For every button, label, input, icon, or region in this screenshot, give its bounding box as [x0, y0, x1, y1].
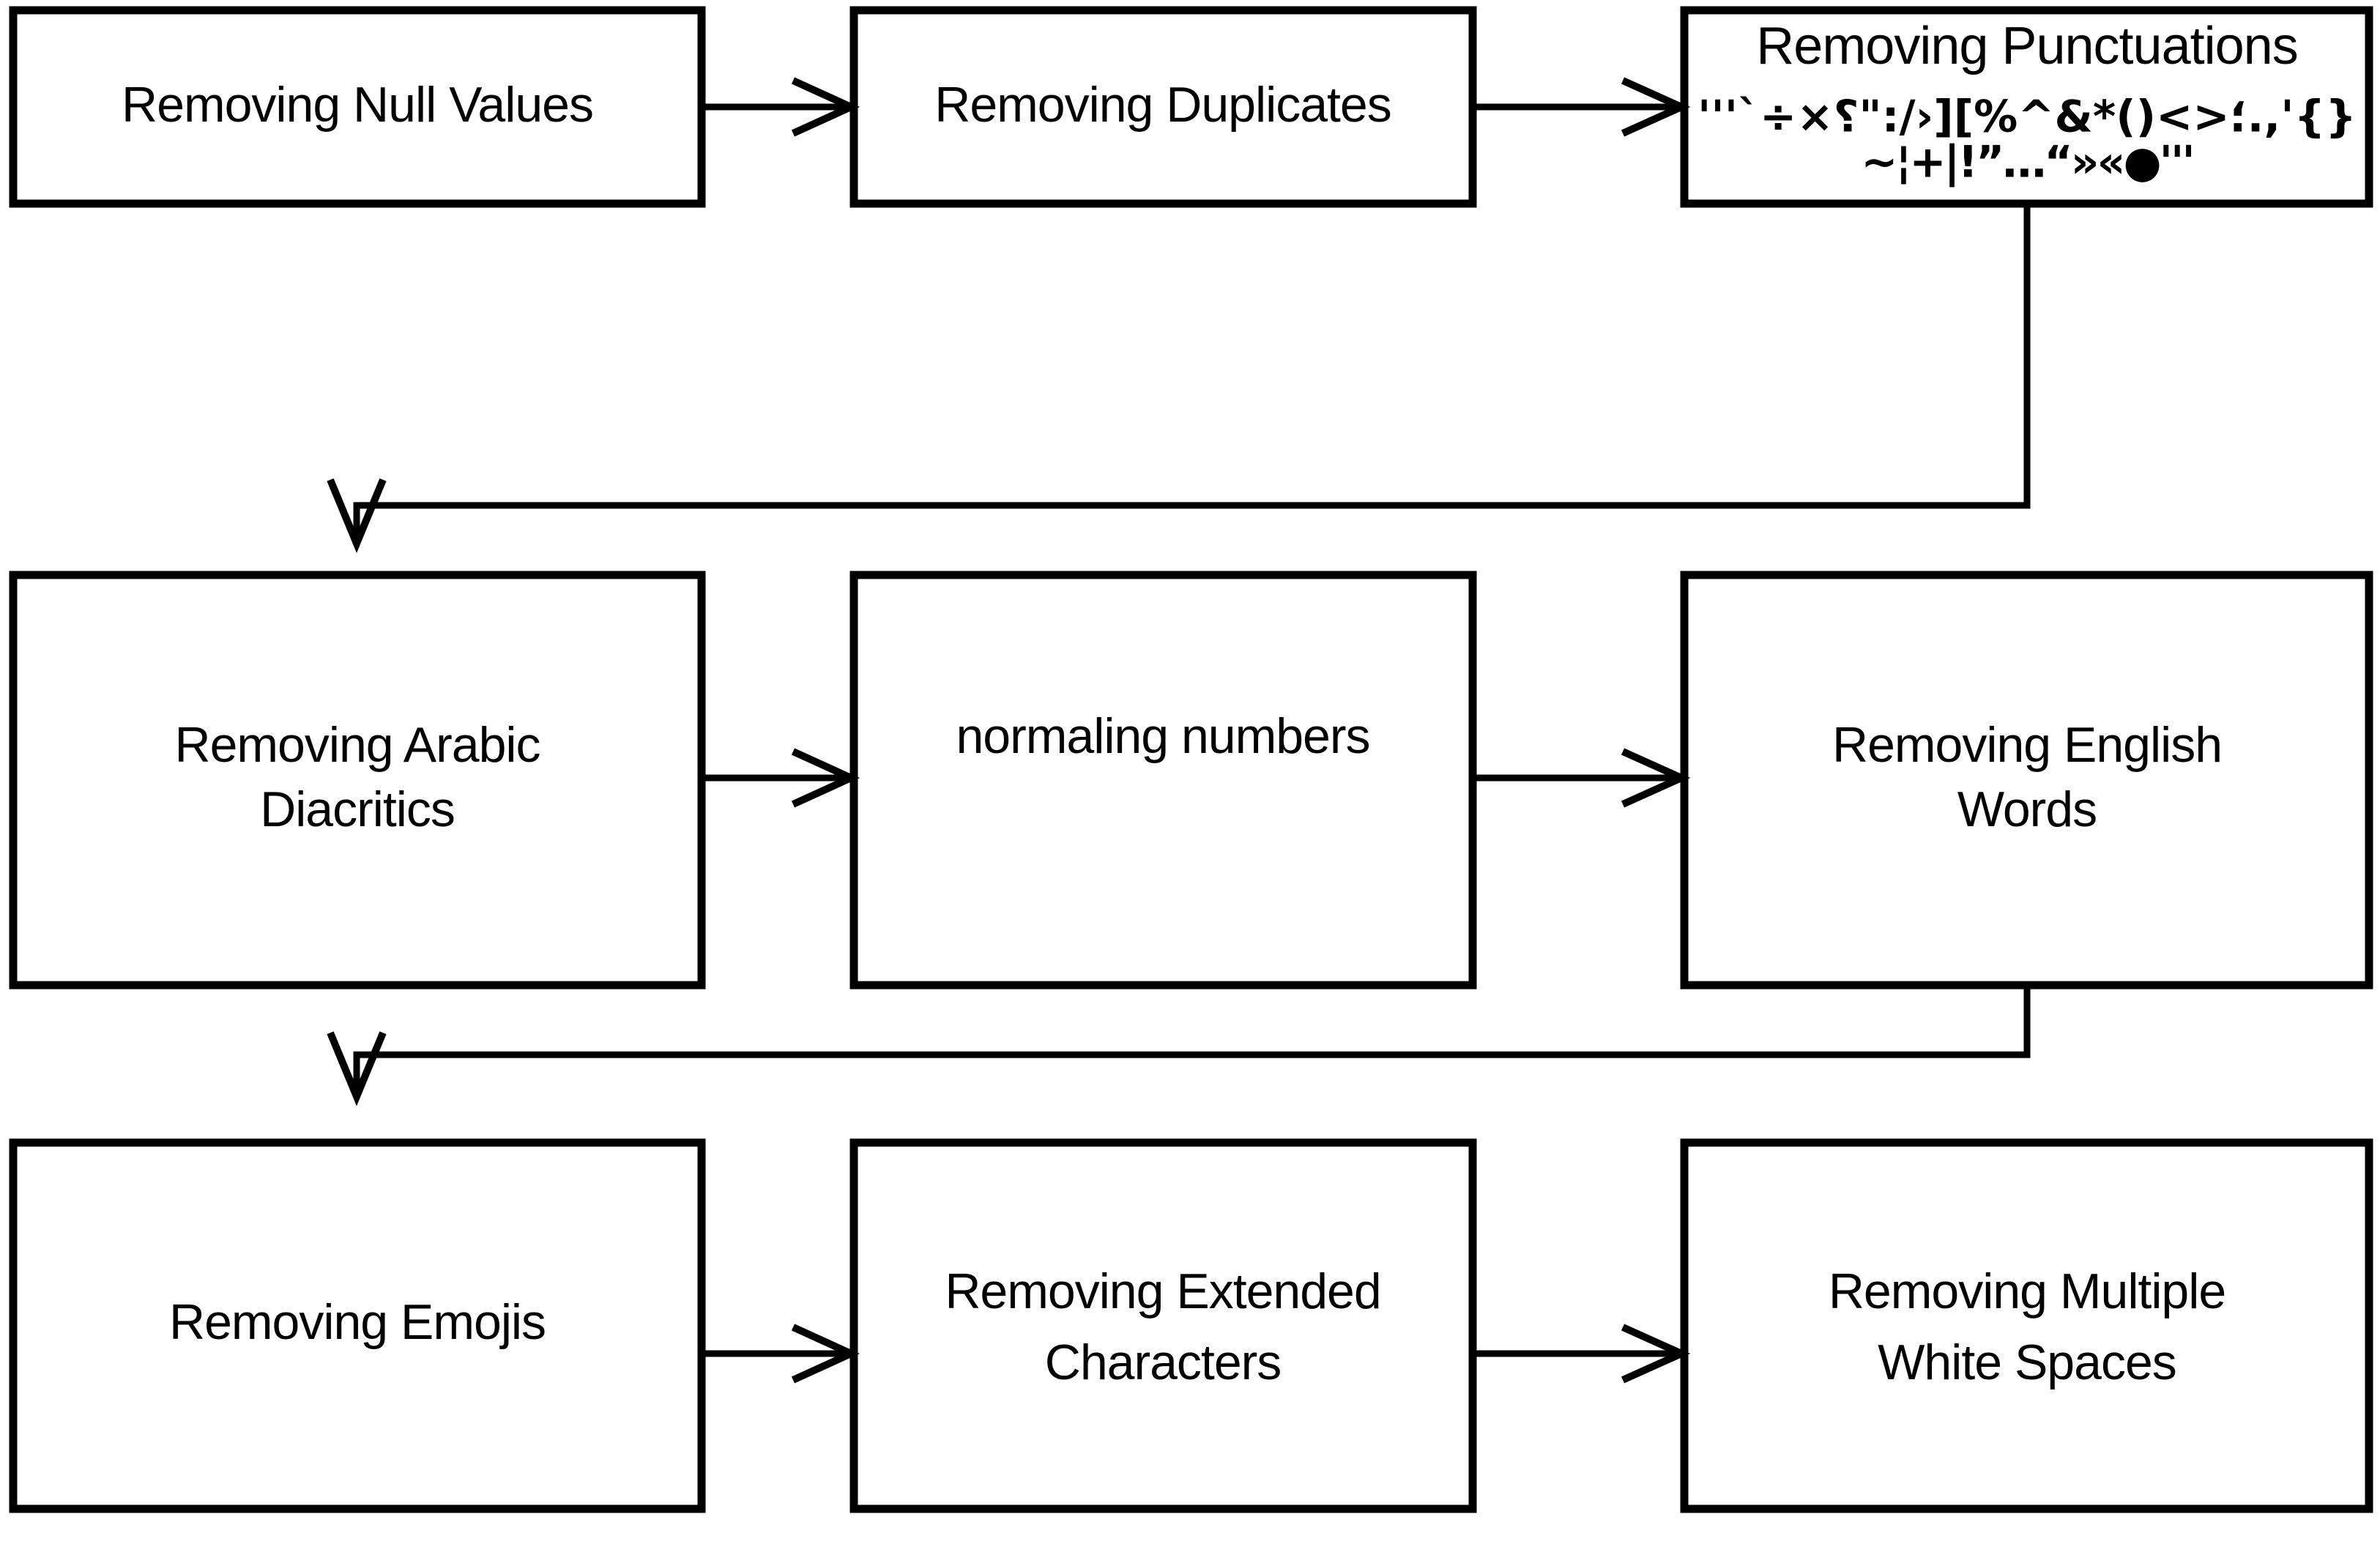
node-label-line2: Words	[1957, 782, 2097, 837]
node-removing-extended-characters[interactable]: Removing Extended Characters	[849, 1138, 1477, 1513]
punctuation-list-line-1: '''`÷×؛<>()*&^%][‹/:"؟.,'{}	[1697, 92, 2357, 143]
edge-punctuations-to-arabic-diacritics	[327, 204, 2031, 554]
node-label: Removing Null Values	[122, 77, 593, 133]
edge-null-values-to-duplicates	[702, 77, 860, 137]
edge-emojis-to-extended-characters	[702, 1324, 860, 1384]
arrowhead-icon	[791, 1324, 860, 1384]
node-box[interactable]	[849, 571, 1477, 990]
node-removing-emojis[interactable]: Removing Emojis	[9, 1138, 706, 1513]
node-box[interactable]	[849, 6, 1477, 208]
node-label: normaling numbers	[956, 708, 1369, 764]
node-box[interactable]	[9, 571, 706, 990]
edge-english-words-to-emojis	[327, 985, 2031, 1107]
node-label: Removing English	[1832, 717, 2222, 773]
arrowhead-icon	[327, 478, 387, 554]
node-label: Removing Duplicates	[934, 77, 1391, 133]
node-removing-duplicates[interactable]: Removing Duplicates	[849, 6, 1477, 208]
node-label: Removing Arabic	[174, 717, 540, 773]
node-removing-arabic-diacritics[interactable]: Removing Arabic Diacritics	[9, 571, 706, 990]
node-label: Removing Multiple	[1829, 1263, 2225, 1319]
edge-extended-characters-to-white-spaces	[1474, 1324, 1691, 1384]
node-label: Removing Emojis	[169, 1294, 546, 1350]
punctuation-list-line-2: ~¦+|!”…“»«●'''	[1861, 137, 2193, 188]
node-removing-multiple-white-spaces[interactable]: Removing Multiple White Spaces	[1680, 1138, 2373, 1513]
arrowhead-icon	[1621, 748, 1691, 808]
node-normaling-numbers[interactable]: normaling numbers	[849, 571, 1477, 990]
arrowhead-icon	[1621, 1324, 1691, 1384]
edge-line	[353, 985, 2031, 1095]
node-box[interactable]	[1680, 571, 2373, 990]
edge-line	[353, 204, 2031, 542]
arrowhead-icon	[1621, 77, 1691, 137]
node-box[interactable]	[9, 6, 706, 208]
node-label: Removing Punctuations	[1756, 17, 2297, 75]
node-box[interactable]	[9, 1138, 706, 1513]
edge-duplicates-to-punctuations	[1474, 77, 1691, 137]
node-label-line2: Diacritics	[260, 782, 455, 837]
node-label-line2: White Spaces	[1878, 1335, 2176, 1390]
node-box[interactable]	[1680, 1138, 2373, 1513]
edge-normaling-numbers-to-english-words	[1474, 748, 1691, 808]
node-label-line2: Characters	[1045, 1335, 1282, 1390]
node-box[interactable]	[849, 1138, 1477, 1513]
node-removing-null-values[interactable]: Removing Null Values	[9, 6, 706, 208]
arrowhead-icon	[791, 77, 860, 137]
arrowhead-icon	[791, 748, 860, 808]
node-removing-english-words[interactable]: Removing English Words	[1680, 571, 2373, 990]
node-removing-punctuations[interactable]: Removing Punctuations '''`÷×؛<>()*&^%][‹…	[1680, 6, 2373, 208]
node-label: Removing Extended	[945, 1263, 1380, 1319]
arrowhead-icon	[327, 1031, 387, 1107]
edge-arabic-diacritics-to-normaling-numbers	[702, 748, 860, 808]
